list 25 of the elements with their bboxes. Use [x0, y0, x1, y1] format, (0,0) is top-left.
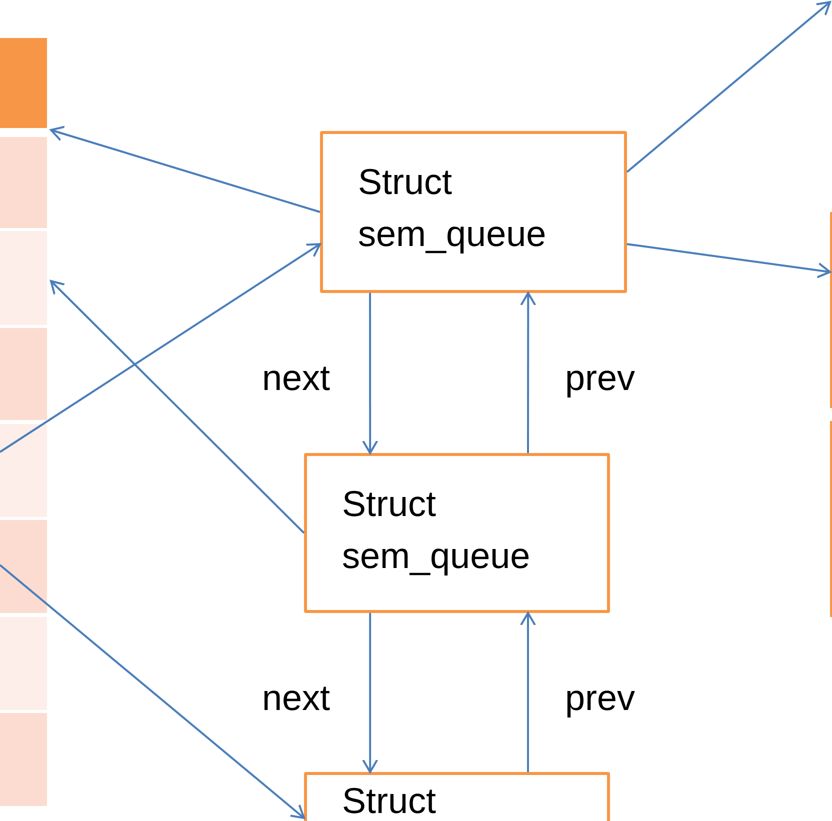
arrow [0, 243, 321, 453]
arrow [520, 292, 536, 453]
array-cell [0, 713, 47, 806]
array-cell [0, 424, 47, 517]
array-cell [0, 520, 47, 613]
arrow [626, 243, 831, 278]
edge-label: next [262, 680, 330, 716]
struct-label: Struct sem_queue [358, 160, 548, 256]
arrow [0, 564, 305, 819]
arrow [520, 612, 536, 772]
struct-box [304, 453, 610, 613]
arrow [50, 280, 305, 534]
edge-label: next [262, 360, 330, 396]
struct-label: Struct [342, 779, 438, 821]
arrow [362, 613, 378, 773]
edge-label: prev [565, 360, 636, 396]
struct-label: Struct sem_queue [342, 482, 532, 578]
edge-label: prev [565, 680, 636, 716]
struct-box [320, 131, 627, 293]
arrow [50, 126, 320, 213]
array-cell [0, 137, 47, 228]
arrow [362, 293, 378, 454]
arrow [626, 1, 831, 173]
array-cell [0, 38, 47, 128]
array-cell [0, 328, 47, 420]
